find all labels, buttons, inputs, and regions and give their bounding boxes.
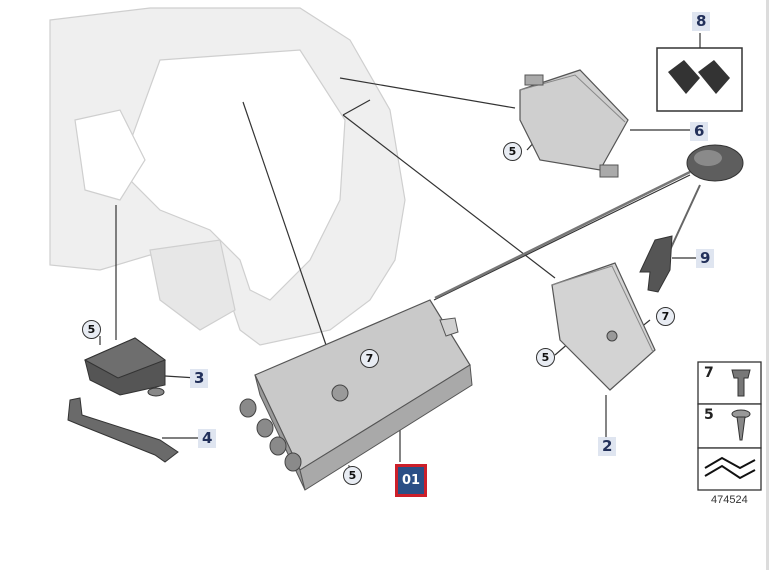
bracket-9 <box>639 235 673 293</box>
callout-5-module-2: 5 <box>536 348 555 367</box>
legend-item-5[interactable]: 5 <box>704 407 714 423</box>
label-part-01-selected[interactable]: 01 <box>395 464 427 497</box>
module-2 <box>551 262 656 391</box>
page-edge <box>766 0 769 570</box>
callout-7-module-2: 7 <box>656 307 675 326</box>
label-part-2[interactable]: 2 <box>598 437 617 456</box>
legend-item-7[interactable]: 7 <box>704 365 714 381</box>
diagram-reference-number: 474524 <box>711 494 748 506</box>
callout-5-module-6: 5 <box>503 142 522 161</box>
car-body-frame <box>49 7 406 346</box>
panel-arrow-icon <box>704 456 756 480</box>
label-part-6[interactable]: 6 <box>690 122 709 141</box>
bracket-4 <box>67 397 179 463</box>
label-part-8[interactable]: 8 <box>692 12 711 31</box>
callout-5-main-unit: 5 <box>343 466 362 485</box>
roof-antenna <box>434 144 744 300</box>
label-part-4[interactable]: 4 <box>198 429 217 448</box>
antenna-amplifier-unit <box>239 299 473 491</box>
module-3 <box>83 337 167 397</box>
screw-icon <box>731 409 751 441</box>
part-8-box <box>656 47 743 112</box>
module-6 <box>519 69 629 178</box>
label-part-3[interactable]: 3 <box>190 369 209 388</box>
legend-box <box>697 361 762 491</box>
callout-7-main-unit: 7 <box>360 349 379 368</box>
callout-5-module-3: 5 <box>82 320 101 339</box>
rivet-nut-icon <box>731 369 751 397</box>
label-part-9[interactable]: 9 <box>696 249 715 268</box>
